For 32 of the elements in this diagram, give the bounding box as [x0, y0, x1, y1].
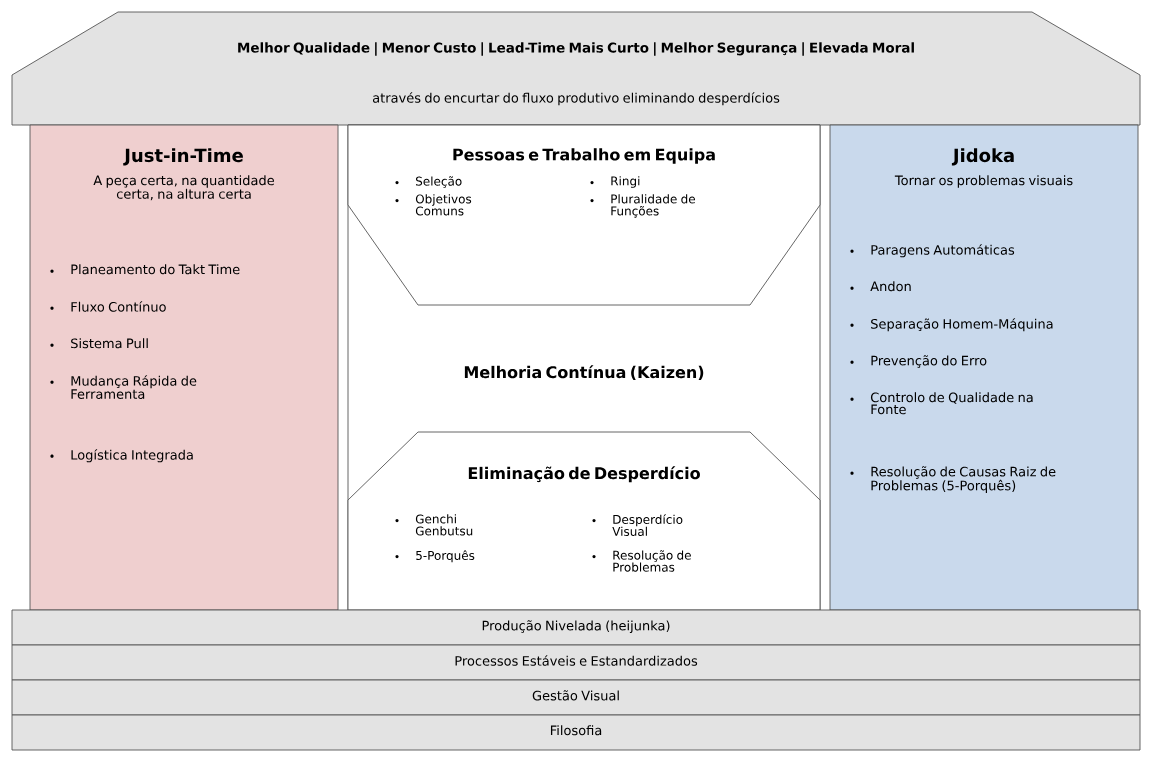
bullet-item: Logística Integrada — [50, 449, 193, 463]
heading: Pessoas e Trabalho em Equipa — [453, 148, 715, 164]
bullet-item: Ringi — [590, 176, 640, 188]
bullet-item: Objetivos Comuns — [395, 194, 472, 216]
bullet-item: Paragens Automáticas — [850, 244, 1015, 258]
bullet-item: Andon — [850, 281, 911, 292]
bullet-item: Controlo de Qualidade na Fonte — [850, 392, 1033, 415]
subtitle: através do encurtar do fluxo produtivo eliminando desperdícios — [372, 92, 780, 106]
bullet-item: Sistema Pull — [50, 338, 148, 349]
heading: Melhoria Contínua (Kaizen) — [464, 365, 704, 381]
bullet-item: Fluxo Contínuo — [50, 301, 166, 312]
bullet-item: Separação Homem-Máquina — [850, 318, 1053, 332]
subtitle: Tornar os problemas visuais — [894, 175, 1073, 188]
heading: Jidoka — [951, 148, 1014, 166]
heading: Eliminação de Desperdício — [468, 466, 700, 483]
band-label: Produção Nivelada (heijunka) — [482, 620, 670, 633]
band-label: Processos Estáveis e Estandardizados — [455, 655, 698, 666]
bullet-item: Resolução de Causas Raiz de Problemas (5-Porquês) — [850, 466, 1056, 493]
band-label: Filosofia — [551, 725, 602, 736]
bullet-item: Desperdício Visual — [592, 514, 683, 536]
bullet-item: Mudança Rápida de Ferramenta — [50, 375, 197, 399]
subtitle: A peça certa, na quantidade certa, na altura certa — [93, 175, 274, 201]
bullet-item: Genchi Genbutsu — [395, 514, 473, 536]
heading: Just-in-Time — [123, 148, 243, 166]
bullet-item: Planeamento do Takt Time — [50, 264, 240, 275]
bullet-item: Pluralidade de Funções — [590, 194, 695, 218]
heading: Melhor Qualidade | Menor Custo | Lead-Time Mais Curto | Melhor Segurança | Elevada Moral — [238, 42, 914, 56]
bullet-item: Seleção — [395, 176, 462, 188]
band-label: Gestão Visual — [532, 690, 619, 701]
bullet-item: Prevenção do Erro — [850, 355, 987, 368]
bullet-item: 5-Porquês — [395, 550, 475, 563]
bullet-item: Resolução de Problemas — [592, 550, 691, 572]
